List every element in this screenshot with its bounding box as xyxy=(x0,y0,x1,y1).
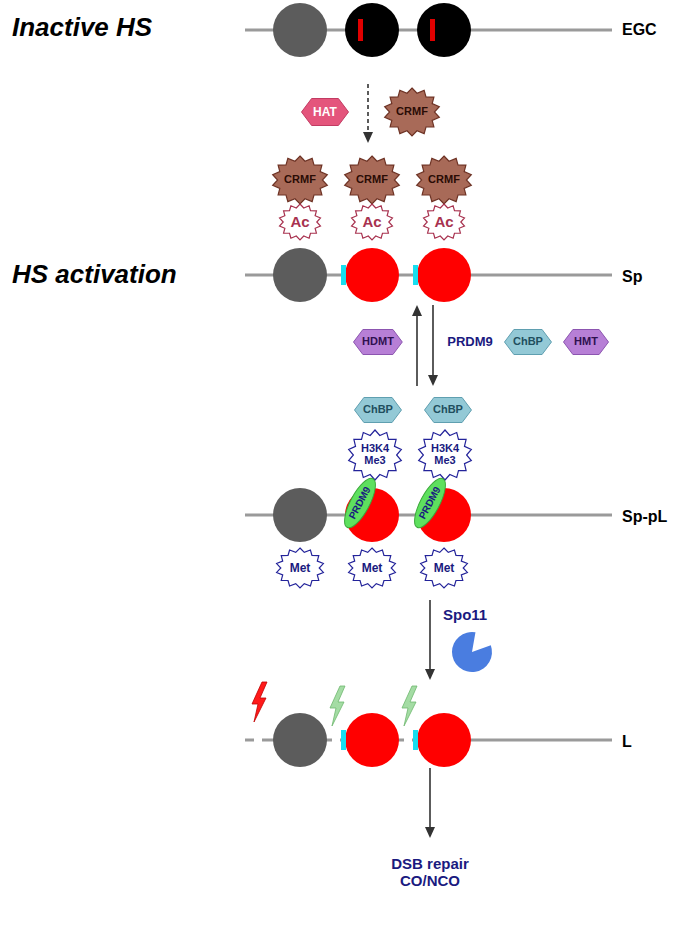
node-text: HMT xyxy=(574,336,598,348)
hexagon-outline xyxy=(354,330,403,355)
spo11-enzyme xyxy=(452,632,492,672)
hexagon-outline xyxy=(425,398,472,423)
node-text: H3K4 Me3 xyxy=(431,443,459,466)
nucleosome xyxy=(345,3,399,57)
node-text: Ac xyxy=(434,214,453,230)
acetylation-mark: Ac xyxy=(278,203,322,241)
hexagon-outline xyxy=(564,330,609,355)
hexagon-outline xyxy=(302,99,349,126)
dsb-bolt xyxy=(330,686,345,726)
hotspot-mark xyxy=(341,730,346,750)
starburst-outline xyxy=(352,204,393,240)
arrow-head xyxy=(412,305,422,316)
starburst-outline xyxy=(385,88,440,136)
chbp-protein: ChBP xyxy=(424,397,472,423)
hotspot-mark xyxy=(358,19,363,41)
node-text: HDMT xyxy=(362,336,394,348)
starburst-outline xyxy=(349,548,396,588)
crmf-factor: CRMF xyxy=(415,155,473,205)
starburst-outline xyxy=(345,156,400,204)
nucleosome xyxy=(345,713,399,767)
starburst-outline xyxy=(273,156,328,204)
nucleosome xyxy=(345,248,399,302)
arrow-shaft xyxy=(416,314,418,386)
hexagon-outline xyxy=(505,330,552,355)
stage-label: Sp xyxy=(622,268,642,286)
nucleosome-grey xyxy=(273,3,327,57)
hdmt-enzyme: HDMT xyxy=(353,329,403,355)
starburst-outline xyxy=(417,156,472,204)
chbp-protein: ChBP xyxy=(354,397,402,423)
node-text: H3K4 Me3 xyxy=(361,443,389,466)
node-text: Met xyxy=(434,562,455,575)
starburst-outline xyxy=(277,548,324,588)
hotspot-mark xyxy=(413,730,418,750)
node-text: CRMF xyxy=(284,174,316,186)
arrow-shaft xyxy=(429,768,431,829)
node-text: ChBP xyxy=(363,404,393,416)
dsb-bolt xyxy=(252,682,267,722)
state-heading: HS activation xyxy=(12,260,177,290)
hexagon-outline xyxy=(355,398,402,423)
nucleosome xyxy=(417,713,471,767)
node-text: ChBP xyxy=(513,336,543,348)
starburst-outline xyxy=(349,430,402,480)
state-heading: Inactive HS xyxy=(12,13,152,43)
oval-outline xyxy=(409,474,452,531)
crmf-factor: CRMF xyxy=(383,87,441,137)
hotspot-mark xyxy=(430,19,435,41)
acetylation-mark: Ac xyxy=(350,203,394,241)
node-text: Ac xyxy=(290,214,309,230)
node-text: Ac xyxy=(362,214,381,230)
hat-enzyme: HAT xyxy=(301,98,349,126)
acetylation-mark: Ac xyxy=(422,203,466,241)
hotspot-mark xyxy=(413,265,418,285)
node-text: CRMF xyxy=(356,174,388,186)
nucleosome-grey xyxy=(273,488,327,542)
starburst-outline xyxy=(424,204,465,240)
dna-strand xyxy=(245,739,254,742)
h3k4me3-mark: H3K4 Me3 xyxy=(347,429,403,481)
stage-label: Sp-pL xyxy=(622,508,667,526)
starburst-outline xyxy=(419,430,472,480)
nucleosome xyxy=(417,3,471,57)
hmt-enzyme: HMT xyxy=(563,329,609,355)
nucleosome-grey xyxy=(273,248,327,302)
methylation-mark: Met xyxy=(275,547,325,589)
arrow-head xyxy=(363,132,373,143)
methylation-mark: Met xyxy=(419,547,469,589)
node-text: CRMF xyxy=(428,174,460,186)
chbp-protein: ChBP xyxy=(504,329,552,355)
node-text: HAT xyxy=(313,106,337,119)
node-text: Met xyxy=(362,562,383,575)
node-text: Met xyxy=(290,562,311,575)
dsb-bolt xyxy=(402,686,417,726)
h3k4me3-mark: H3K4 Me3 xyxy=(417,429,473,481)
arrow-shaft xyxy=(429,600,431,671)
methylation-mark: Met xyxy=(347,547,397,589)
protein-label: PRDM9 xyxy=(447,335,493,350)
crmf-factor: CRMF xyxy=(343,155,401,205)
nucleosome xyxy=(417,248,471,302)
starburst-outline xyxy=(421,548,468,588)
stage-label: EGC xyxy=(622,21,657,39)
enzyme-label: Spo11 xyxy=(443,606,487,623)
arrow-shaft xyxy=(432,305,434,377)
starburst-outline xyxy=(280,204,321,240)
crmf-factor: CRMF xyxy=(271,155,329,205)
arrow-head xyxy=(428,375,438,386)
oval-outline xyxy=(339,474,382,531)
node-text: ChBP xyxy=(433,404,463,416)
arrow-head xyxy=(425,669,435,680)
outcome-label: DSB repair CO/NCO xyxy=(378,855,482,890)
stage-label: L xyxy=(622,733,632,751)
arrow-head xyxy=(425,827,435,838)
node-text: CRMF xyxy=(396,106,428,118)
hotspot-mark xyxy=(341,265,346,285)
arrow-shaft xyxy=(367,84,369,134)
nucleosome-grey xyxy=(273,713,327,767)
